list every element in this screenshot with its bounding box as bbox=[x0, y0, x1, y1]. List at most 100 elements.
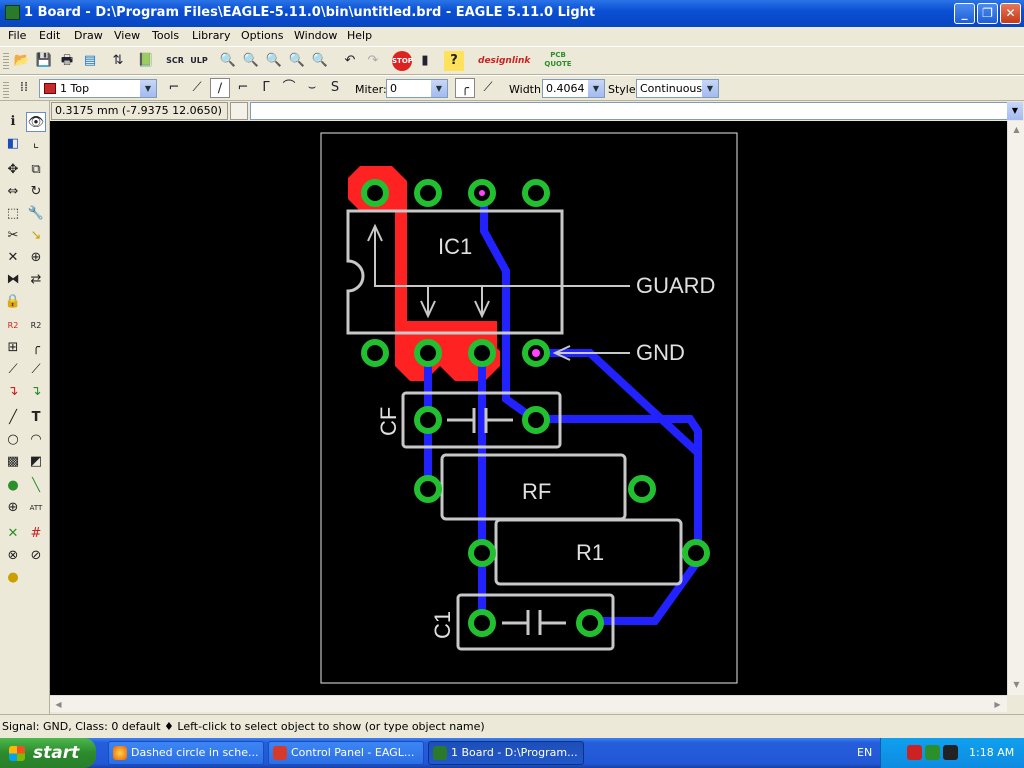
pcb-quote-icon[interactable]: PCB QUOTE bbox=[544, 51, 572, 68]
optimize-icon[interactable]: ⟋ bbox=[31, 362, 41, 377]
rect-icon[interactable]: ▩ bbox=[6, 454, 20, 469]
split-icon[interactable]: ✂ bbox=[7, 228, 19, 243]
eagle-tray-icon[interactable] bbox=[943, 745, 958, 760]
chevron-down-icon[interactable]: ▼ bbox=[702, 80, 718, 97]
menu-draw[interactable]: Draw bbox=[74, 29, 103, 42]
task-eagle-board[interactable]: 1 Board - D:\Program... bbox=[428, 741, 584, 765]
language-indicator[interactable]: EN bbox=[857, 746, 873, 759]
wire-bend-7-icon[interactable]: S bbox=[330, 80, 340, 95]
chevron-down-icon[interactable]: ▼ bbox=[1007, 102, 1023, 120]
task-control-panel[interactable]: Control Panel - EAGL... bbox=[268, 741, 424, 765]
wire-bend-4-icon[interactable]: Γ bbox=[262, 80, 270, 95]
task-firefox[interactable]: Dashed circle in sche... bbox=[108, 741, 264, 765]
ulp-icon[interactable]: ULP bbox=[190, 56, 208, 65]
wire-bend-1-icon[interactable]: ⟋ bbox=[192, 80, 202, 95]
toolbar-grip[interactable] bbox=[3, 51, 9, 69]
menu-help[interactable]: Help bbox=[347, 29, 373, 42]
network-icon[interactable] bbox=[925, 745, 940, 760]
minimize-button[interactable]: _ bbox=[954, 3, 975, 24]
menu-window[interactable]: Window bbox=[294, 29, 338, 42]
auto-icon[interactable]: # bbox=[30, 526, 42, 541]
circle-icon[interactable]: ○ bbox=[7, 432, 19, 447]
drc-icon[interactable]: ⊘ bbox=[30, 548, 42, 563]
info-icon[interactable]: ℹ bbox=[10, 114, 16, 129]
go-icon[interactable]: ▮ bbox=[421, 53, 429, 68]
menu-tools[interactable]: Tools bbox=[152, 29, 180, 42]
route-icon[interactable]: ↴ bbox=[7, 384, 19, 399]
replace-icon[interactable]: ⇄ bbox=[30, 272, 42, 287]
miter-tool-icon[interactable]: ╭ bbox=[32, 340, 40, 355]
smash-icon[interactable]: ⊞ bbox=[7, 340, 19, 355]
grid-icon[interactable]: ⁞⁞ bbox=[19, 80, 29, 95]
print-icon[interactable]: 🖶 bbox=[60, 53, 74, 68]
scroll-left-icon[interactable]: ◀ bbox=[55, 700, 62, 709]
wire-icon[interactable]: ╱ bbox=[9, 410, 17, 425]
hole-icon[interactable]: ⊕ bbox=[7, 500, 19, 515]
pinswap-icon[interactable]: ⧓ bbox=[6, 272, 20, 287]
toolbar-grip[interactable] bbox=[3, 80, 9, 98]
coordinate-toggle-button[interactable] bbox=[230, 102, 248, 120]
polygon-icon[interactable]: ◩ bbox=[29, 454, 43, 469]
chevron-down-icon[interactable]: ▼ bbox=[588, 80, 604, 97]
style-select[interactable]: Continuous ▼ bbox=[636, 79, 719, 98]
ripup-icon[interactable]: ↴ bbox=[30, 384, 42, 399]
delete-icon[interactable]: ✕ bbox=[7, 250, 19, 265]
width-select[interactable]: 0.4064 ▼ bbox=[542, 79, 605, 98]
miter-round-icon[interactable]: ╭ bbox=[455, 78, 475, 98]
scroll-right-icon[interactable]: ▶ bbox=[994, 700, 1001, 709]
board-canvas[interactable]: IC1 GUARD GND CF RF R1 C1 bbox=[50, 121, 1007, 695]
command-input[interactable] bbox=[250, 102, 1008, 120]
lock-icon[interactable]: 🔒 bbox=[4, 294, 22, 309]
text-icon[interactable]: T bbox=[31, 410, 41, 425]
redraw-icon[interactable]: 🔍 bbox=[288, 53, 306, 68]
ratsnest-icon[interactable]: ✕ bbox=[7, 526, 19, 541]
security-icon[interactable] bbox=[907, 745, 922, 760]
attribute-icon[interactable]: ATT bbox=[29, 504, 43, 512]
open-icon[interactable]: 📂 bbox=[13, 53, 31, 68]
zoom-fit-icon[interactable]: 🔍 bbox=[219, 53, 237, 68]
erc-icon[interactable]: ⊗ bbox=[7, 548, 19, 563]
wire-bend-2-icon[interactable]: ∕ bbox=[210, 78, 230, 98]
wire-bend-0-icon[interactable]: ⌐ bbox=[168, 80, 180, 95]
redo-icon[interactable]: ↷ bbox=[367, 53, 379, 68]
designlink-icon[interactable]: designlink bbox=[478, 56, 531, 66]
script-icon[interactable]: SCR bbox=[166, 56, 184, 65]
save-icon[interactable]: 💾 bbox=[35, 53, 53, 68]
wire-bend-6-icon[interactable]: ⌣ bbox=[307, 80, 317, 95]
errors-icon[interactable]: ● bbox=[7, 570, 19, 585]
undo-icon[interactable]: ↶ bbox=[344, 53, 356, 68]
zoom-select-icon[interactable]: 🔍 bbox=[311, 53, 329, 68]
close-button[interactable]: ✕ bbox=[1000, 3, 1021, 24]
wire-bend-3-icon[interactable]: ⌐ bbox=[237, 80, 249, 95]
signal-icon[interactable]: ╲ bbox=[32, 478, 40, 493]
name-icon[interactable]: R2 bbox=[7, 321, 19, 330]
help-icon[interactable]: ? bbox=[444, 51, 464, 71]
maximize-button[interactable]: ❐ bbox=[977, 3, 998, 24]
horizontal-scrollbar[interactable]: ◀ ▶ bbox=[50, 695, 1007, 712]
group-icon[interactable]: ⬚ bbox=[6, 206, 20, 221]
copy-icon[interactable]: ⧉ bbox=[31, 162, 41, 177]
value-icon[interactable]: R2 bbox=[30, 321, 42, 330]
stop-icon[interactable]: STOP bbox=[392, 51, 413, 71]
show-icon[interactable]: 👁 bbox=[26, 112, 46, 132]
mirror-icon[interactable]: ⇔ bbox=[7, 184, 19, 199]
layer-select[interactable]: 1 Top ▼ bbox=[39, 79, 157, 98]
paste-icon[interactable]: ↘ bbox=[30, 228, 42, 243]
via-icon[interactable]: ● bbox=[7, 478, 19, 493]
miter-select[interactable]: 0 ▼ bbox=[386, 79, 448, 98]
arc-icon[interactable]: ◠ bbox=[30, 432, 42, 447]
cam-icon[interactable]: ▤ bbox=[83, 53, 97, 68]
move-icon[interactable]: ✥ bbox=[7, 162, 19, 177]
menu-edit[interactable]: Edit bbox=[39, 29, 61, 42]
rotate-icon[interactable]: ↻ bbox=[30, 184, 42, 199]
wire-bend-5-icon[interactable]: ⌒ bbox=[282, 80, 296, 95]
start-button[interactable]: start bbox=[0, 738, 96, 768]
vertical-scrollbar[interactable]: ▲ ▼ bbox=[1007, 121, 1024, 695]
zoom-out-icon[interactable]: 🔍 bbox=[265, 53, 283, 68]
add-icon[interactable]: ⊕ bbox=[30, 250, 42, 265]
menu-options[interactable]: Options bbox=[241, 29, 284, 42]
split-wire-icon[interactable]: ⟋ bbox=[8, 362, 18, 377]
zoom-in-icon[interactable]: 🔍 bbox=[242, 53, 260, 68]
change-icon[interactable]: 🔧 bbox=[27, 206, 45, 221]
library-icon[interactable]: 📗 bbox=[137, 53, 155, 68]
